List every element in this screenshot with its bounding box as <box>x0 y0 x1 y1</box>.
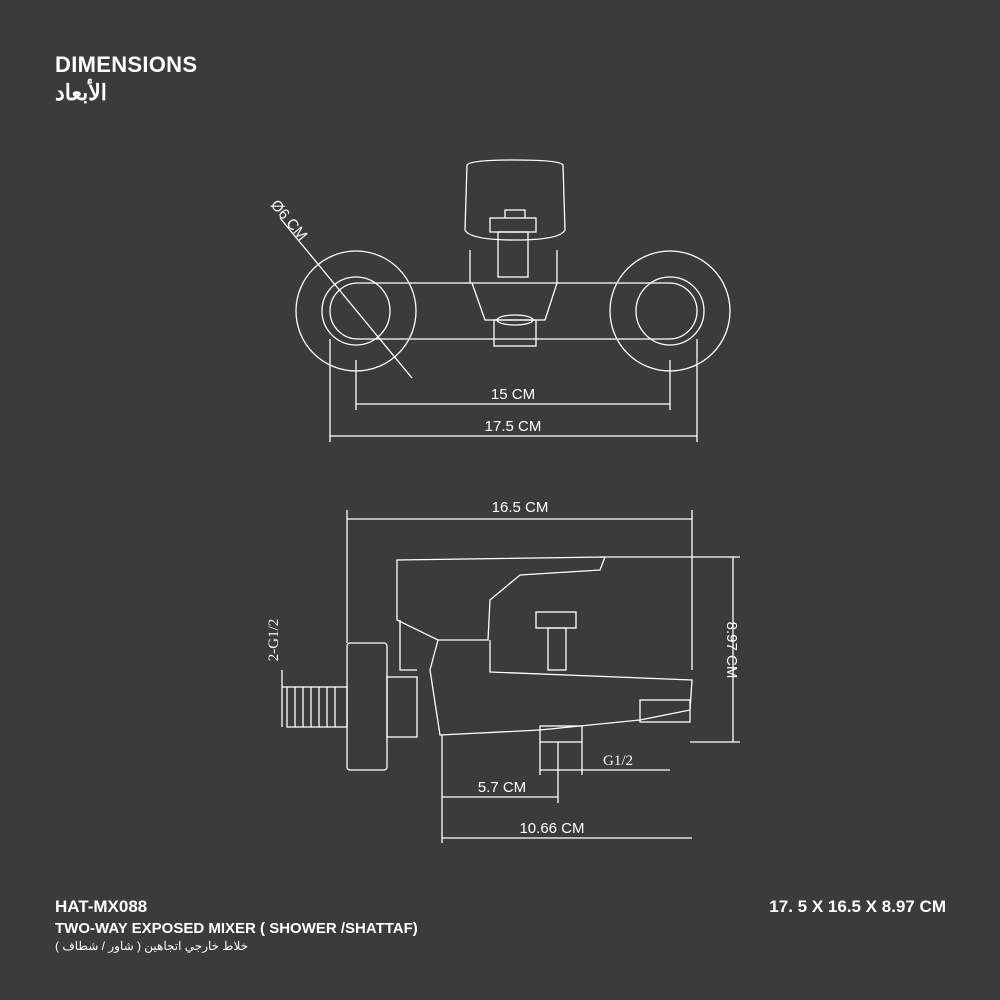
product-description: TWO-WAY EXPOSED MIXER ( SHOWER /SHATTAF) <box>55 920 418 937</box>
page-title-arabic: الأبعاد <box>55 80 107 105</box>
overall-width-label: 17.5 CM <box>485 418 542 435</box>
diameter-label: Ø6 CM <box>267 197 311 244</box>
inlet-thread-label: 2-G1/2 <box>266 619 282 662</box>
model-number: HAT-MX088 <box>55 897 148 916</box>
diameter-leader <box>279 217 413 379</box>
spout-reach-label: 10.66 CM <box>519 820 584 837</box>
product-description-arabic: خلاط خارجي اتجاهين ( شاور / شطاف ) <box>55 939 249 953</box>
length-label: 16.5 CM <box>492 499 549 516</box>
outlet-offset-label: 5.7 CM <box>478 779 526 796</box>
overall-size: 17. 5 X 16.5 X 8.97 CM <box>769 897 946 916</box>
height-label: 8.97 CM <box>723 622 740 679</box>
side-view <box>281 510 740 843</box>
center-distance-label: 15 CM <box>491 386 535 403</box>
page-title: DIMENSIONS <box>55 52 198 77</box>
top-view <box>279 159 731 442</box>
outlet-thread-label: G1/2 <box>603 753 633 769</box>
